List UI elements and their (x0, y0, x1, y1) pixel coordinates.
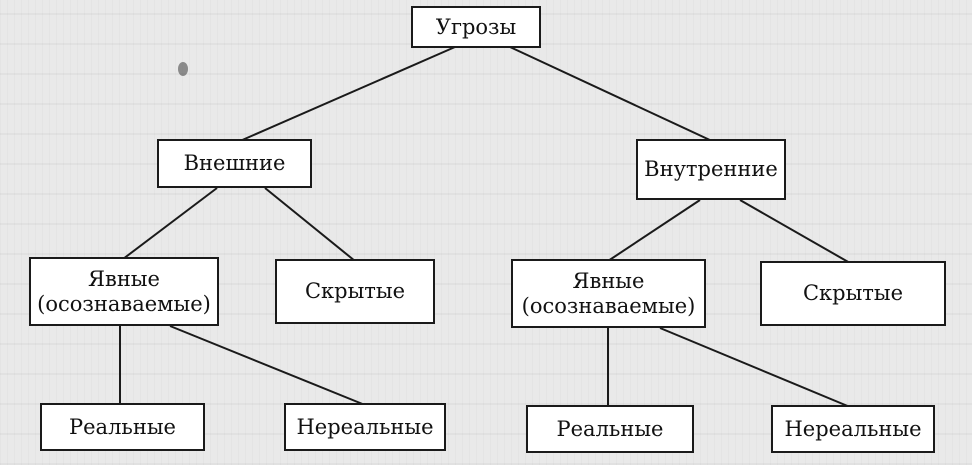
node-external: Внешние (157, 139, 312, 188)
edge-root-internal (509, 46, 713, 142)
node-internal-unreal: Нереальные (771, 405, 935, 453)
edge-external-ext-explicit (122, 187, 218, 260)
edge-root-external (239, 46, 456, 142)
node-external-real: Реальные (40, 403, 205, 451)
node-internal-hidden: Скрытые (760, 261, 946, 326)
node-internal-real: Реальные (526, 405, 694, 453)
edge-internal-int-hidden (739, 199, 851, 264)
edge-ext-explicit-ext-unreal (169, 325, 366, 406)
node-threats: Угрозы (411, 6, 541, 48)
ink-smudge (178, 62, 188, 76)
edge-int-explicit-int-unreal (659, 327, 851, 408)
node-internal-explicit: Явные (осознаваемые) (511, 259, 706, 328)
node-external-explicit: Явные (осознаваемые) (29, 257, 219, 326)
edge-external-ext-hidden (264, 187, 356, 262)
node-external-unreal: Нереальные (284, 403, 446, 451)
node-internal: Внутренние (636, 139, 786, 200)
edge-internal-int-explicit (607, 199, 701, 262)
node-external-hidden: Скрытые (275, 259, 435, 324)
